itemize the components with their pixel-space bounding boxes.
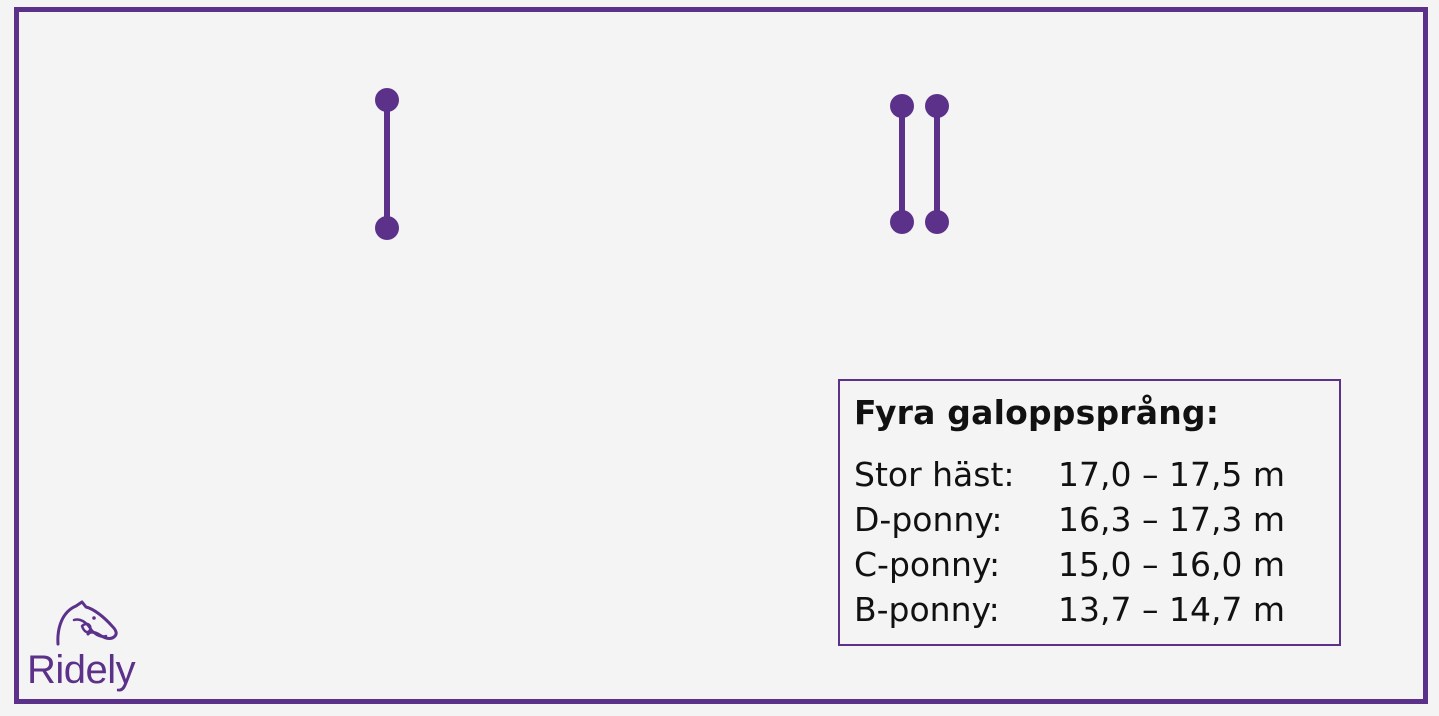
distance-info-box: Fyra galoppsprång: Stor häst: 17,0 – 17,… xyxy=(838,379,1341,646)
horse-head-icon xyxy=(56,600,118,646)
ground-pole-3 xyxy=(925,94,949,234)
row-label: B-ponny: xyxy=(854,590,1000,629)
info-title: Fyra galoppsprång: xyxy=(854,393,1220,432)
ground-pole-2 xyxy=(890,94,914,234)
row-value: 17,0 – 17,5 m xyxy=(1058,455,1286,494)
row-label: Stor häst: xyxy=(854,455,1015,494)
row-label: D-ponny: xyxy=(854,500,1003,539)
row-value: 13,7 – 14,7 m xyxy=(1058,590,1286,629)
row-value: 16,3 – 17,3 m xyxy=(1058,500,1286,539)
ground-pole-1 xyxy=(375,88,399,240)
row-label: C-ponny: xyxy=(854,545,1001,584)
ridely-logo: Ridely xyxy=(24,598,144,694)
row-value: 15,0 – 16,0 m xyxy=(1058,545,1286,584)
logo-text: Ridely xyxy=(27,648,136,692)
